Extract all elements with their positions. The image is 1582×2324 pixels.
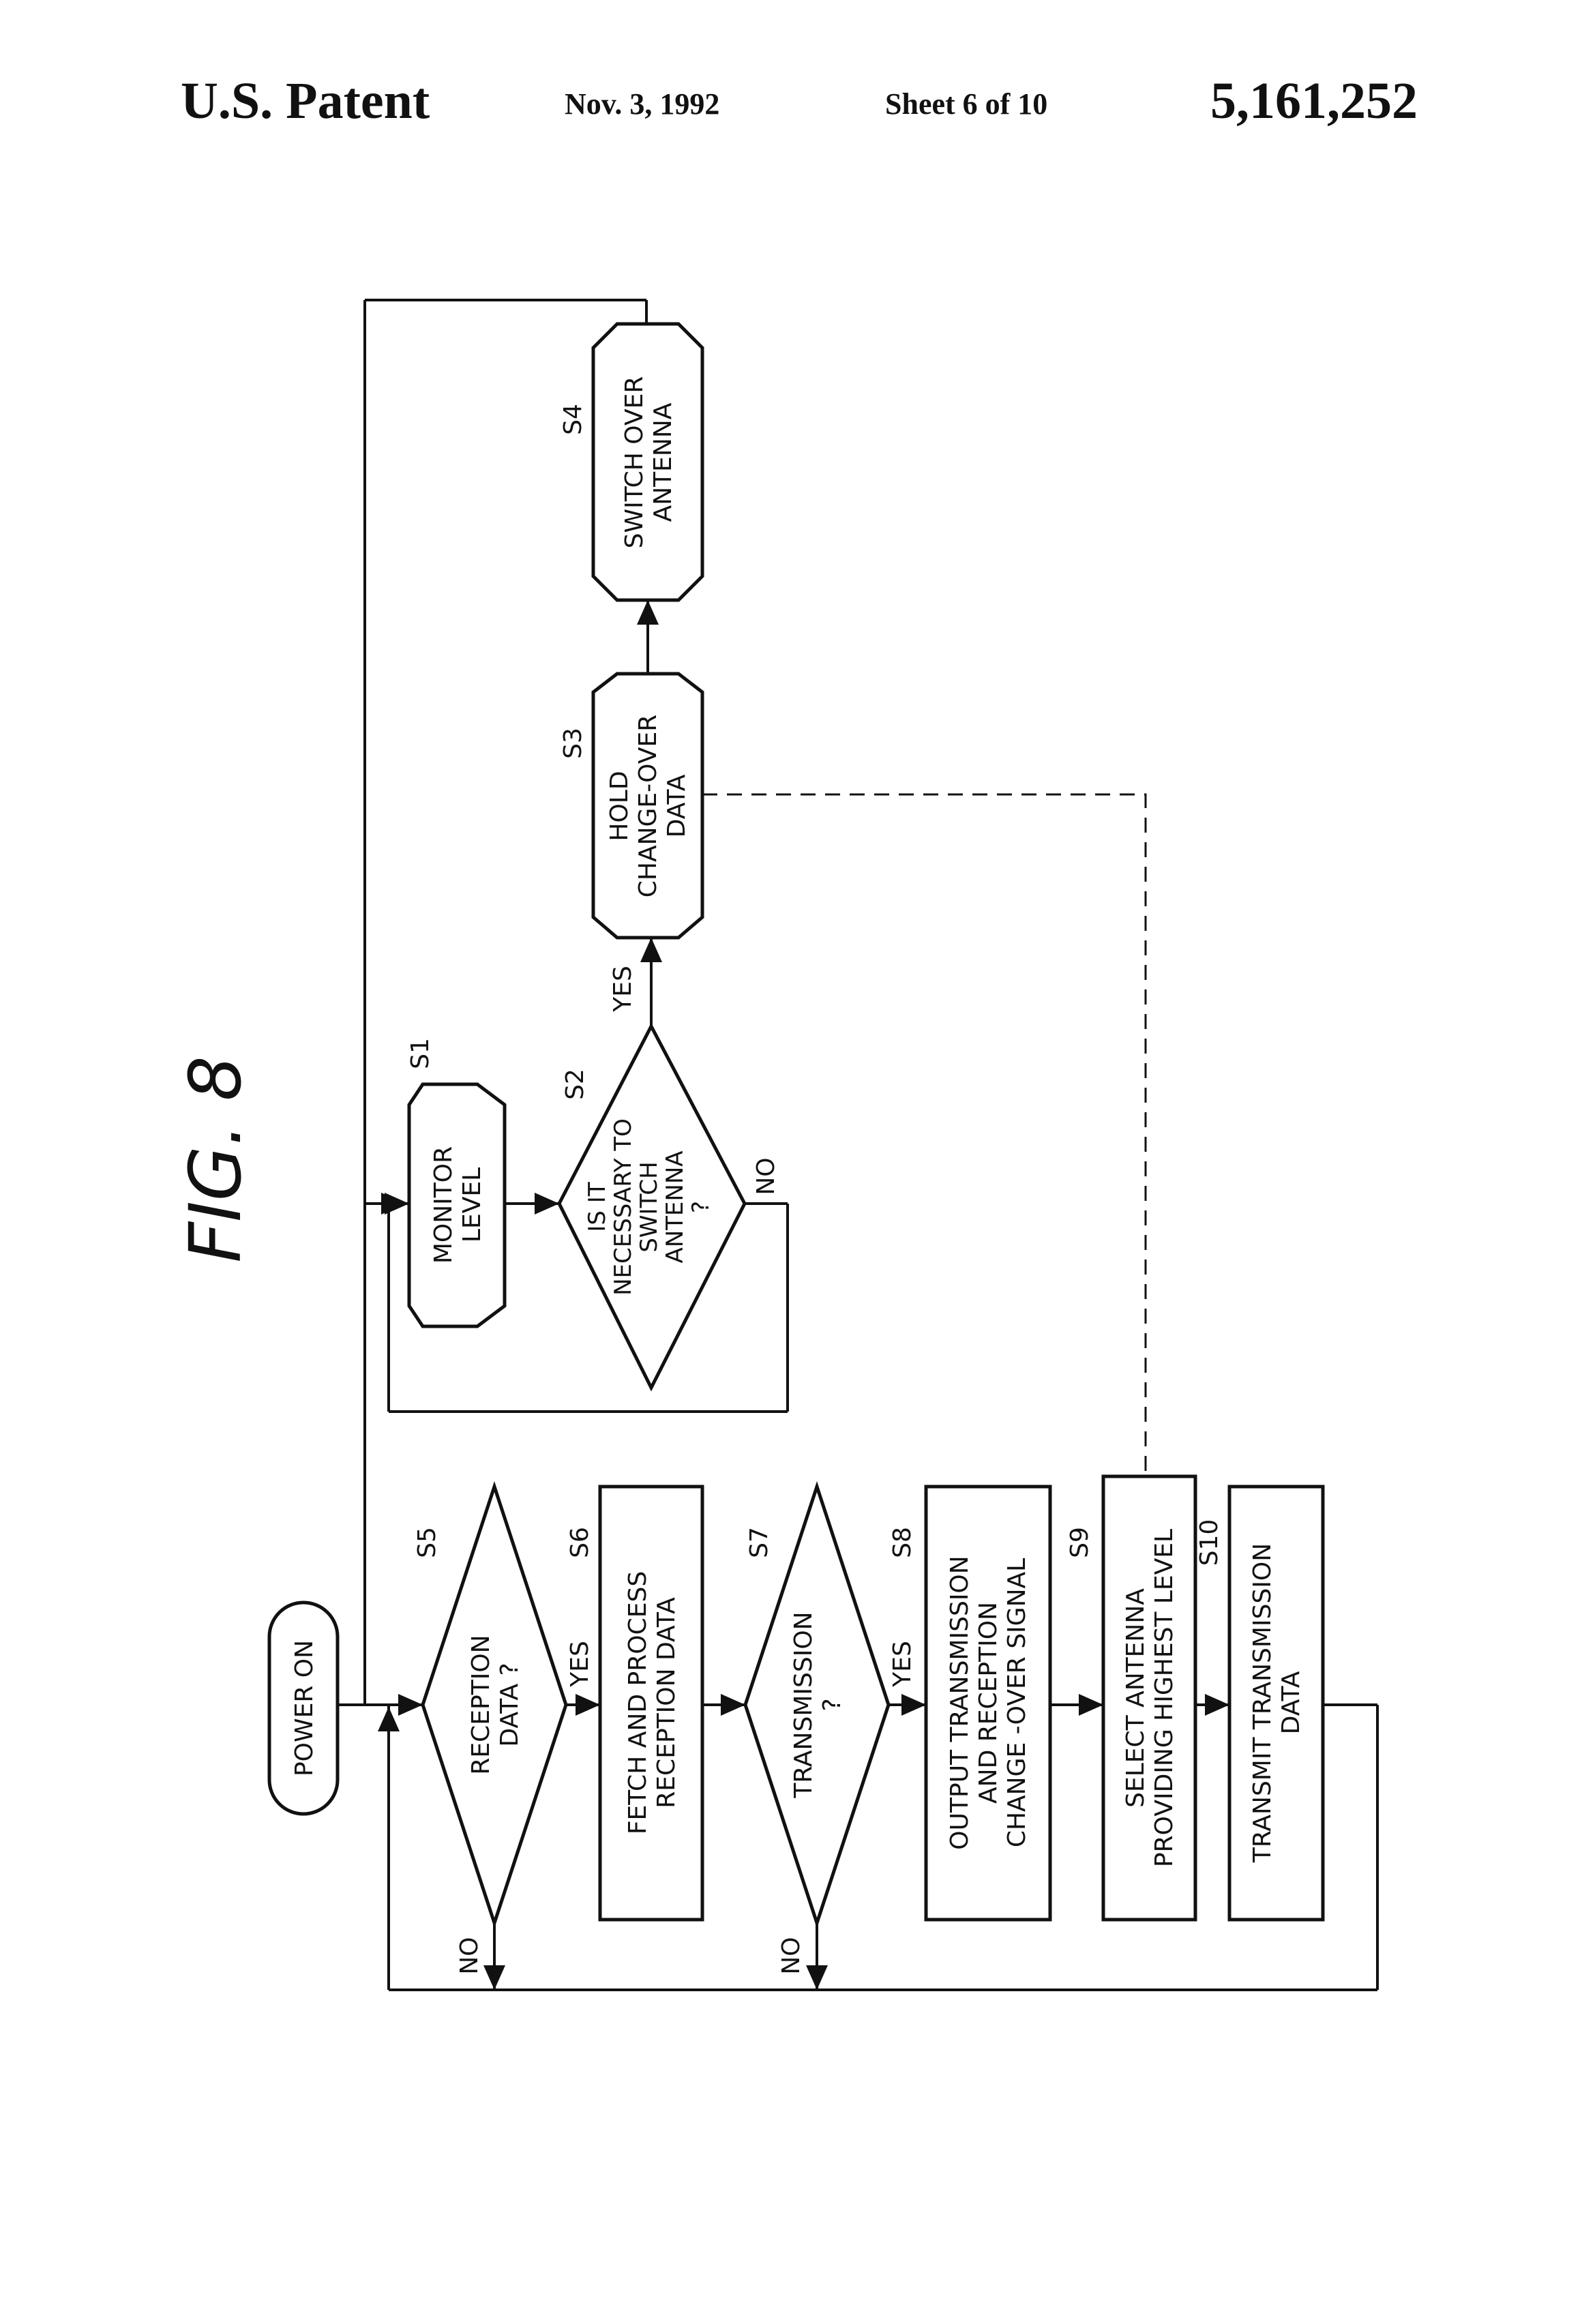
power-on-label: POWER ON bbox=[290, 1640, 318, 1776]
s5-yes-label: YES bbox=[566, 1641, 594, 1688]
s3-tag: S3 bbox=[559, 728, 587, 759]
s2-line-5: ? bbox=[687, 1201, 715, 1213]
s7-tag: S7 bbox=[745, 1527, 773, 1558]
s5-line-1: RECEPTION bbox=[467, 1635, 495, 1774]
s4-tag: S4 bbox=[559, 404, 587, 435]
s7-no-label: NO bbox=[777, 1937, 805, 1974]
s8-line-1: OUTPUT TRANSMISSION bbox=[946, 1555, 974, 1849]
s6-text: FETCH AND PROCESS RECEPTION DATA bbox=[624, 1571, 681, 1834]
s7-line-2: ? bbox=[818, 1698, 846, 1711]
s2-line-2: NECESSARY TO bbox=[610, 1118, 637, 1296]
figure-title: FIG. 8 bbox=[174, 1056, 257, 1262]
s2-line-3: SWITCH bbox=[636, 1161, 663, 1252]
s1-tag: S1 bbox=[406, 1038, 434, 1069]
s3-line-3: DATA bbox=[663, 774, 691, 837]
s8-line-2: AND RECEPTION bbox=[974, 1602, 1002, 1804]
s7-yes-label: YES bbox=[889, 1641, 916, 1688]
s2-line-4: ANTENNA bbox=[661, 1150, 689, 1263]
s9-line-1: SELECT ANTENNA bbox=[1122, 1588, 1150, 1808]
s6-line-2: RECEPTION DATA bbox=[653, 1597, 681, 1808]
s7-line-1: TRANSMISSION bbox=[790, 1611, 818, 1798]
dashed-link bbox=[702, 794, 1146, 1476]
s9-line-2: PROVIDING HIGHEST LEVEL bbox=[1150, 1529, 1178, 1867]
s6-tag: S6 bbox=[566, 1527, 594, 1558]
s10-tag: S10 bbox=[1195, 1519, 1223, 1566]
s2-no-label: NO bbox=[752, 1157, 780, 1195]
s1-line-2: LEVEL bbox=[458, 1167, 486, 1242]
s1-line-1: MONITOR bbox=[430, 1146, 458, 1264]
s2-tag: S2 bbox=[561, 1069, 589, 1100]
s9-tag: S9 bbox=[1066, 1527, 1094, 1558]
s8-tag: S8 bbox=[889, 1527, 916, 1558]
s5-tag: S5 bbox=[413, 1527, 441, 1558]
s6-line-1: FETCH AND PROCESS bbox=[624, 1571, 652, 1834]
s3-line-2: CHANGE-OVER bbox=[634, 715, 662, 898]
s2-yes-label: YES bbox=[609, 966, 637, 1013]
s8-line-3: CHANGE -OVER SIGNAL bbox=[1003, 1558, 1031, 1847]
s5-line-2: DATA ? bbox=[496, 1663, 524, 1746]
power-on-text: POWER ON bbox=[290, 1640, 318, 1776]
s4-line-1: SWITCH OVER bbox=[621, 376, 648, 549]
s10-line-1: TRANSMIT TRANSMISSION bbox=[1249, 1543, 1277, 1863]
s10-line-2: DATA bbox=[1277, 1671, 1305, 1734]
s3-line-1: HOLD bbox=[606, 771, 633, 841]
s5-no-label: NO bbox=[456, 1937, 483, 1974]
s2-line-1: IS IT bbox=[584, 1182, 611, 1232]
s4-line-2: ANTENNA bbox=[649, 402, 677, 522]
